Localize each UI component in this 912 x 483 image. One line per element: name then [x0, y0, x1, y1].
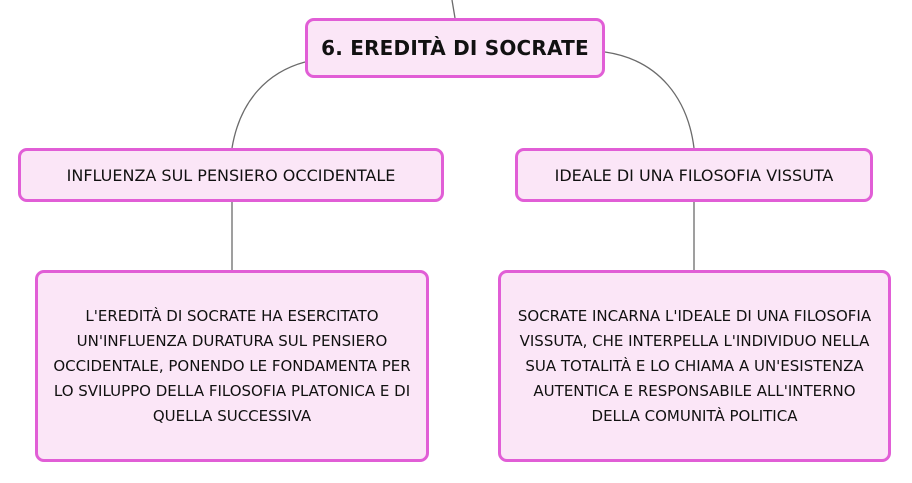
connector-parent-to-root	[451, 0, 456, 19]
detail-text-influenza: L'EREDITÀ DI SOCRATE HA ESERCITATO UN'IN…	[53, 306, 411, 425]
branch-label-ideale: IDEALE DI UNA FILOSOFIA VISSUTA	[554, 165, 834, 185]
branch-label-influenza: INFLUENZA SUL PENSIERO OCCIDENTALE	[66, 165, 396, 185]
root-topic-label: 6. EREDITÀ DI SOCRATE	[321, 36, 589, 60]
branch-node-influenza[interactable]: INFLUENZA SUL PENSIERO OCCIDENTALE	[18, 148, 444, 202]
detail-text-ideale: SOCRATE INCARNA L'IDEALE DI UNA FILOSOFI…	[517, 306, 872, 425]
detail-node-influenza[interactable]: L'EREDITÀ DI SOCRATE HA ESERCITATO UN'IN…	[35, 270, 429, 462]
connector-root-to-right-branch	[604, 51, 695, 149]
root-topic-node[interactable]: 6. EREDITÀ DI SOCRATE	[305, 18, 605, 78]
branch-node-ideale[interactable]: IDEALE DI UNA FILOSOFIA VISSUTA	[515, 148, 873, 202]
connector-root-to-left-branch	[231, 61, 306, 149]
detail-node-ideale[interactable]: SOCRATE INCARNA L'IDEALE DI UNA FILOSOFI…	[498, 270, 891, 462]
